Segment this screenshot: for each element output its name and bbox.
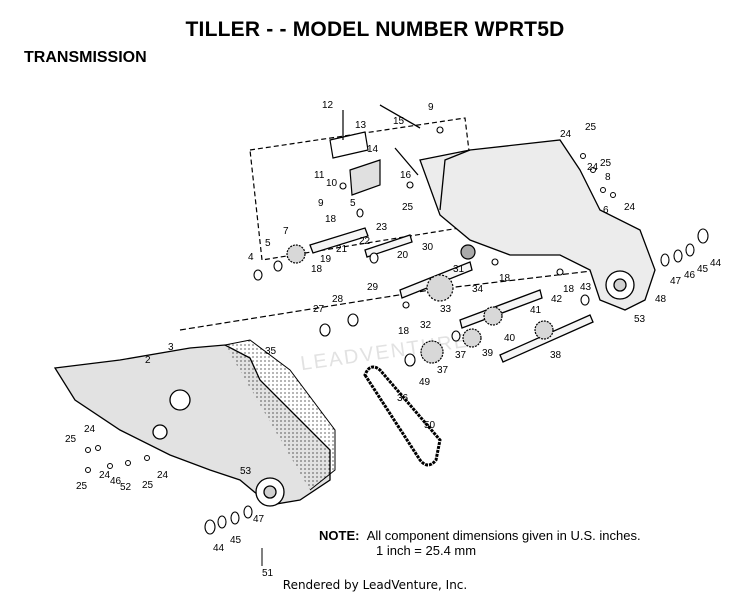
part-callout-3: 3 — [168, 342, 174, 353]
part-callout-25: 25 — [65, 434, 77, 445]
part-callout-38: 38 — [550, 350, 562, 361]
part-callout-25: 25 — [142, 480, 154, 491]
part-callout-25: 25 — [402, 202, 414, 213]
left-side-plate — [53, 339, 336, 507]
part-callout-48: 48 — [655, 294, 667, 305]
drive-chain — [363, 365, 442, 467]
part-callout-35: 35 — [265, 346, 277, 357]
part-callout-11: 11 — [314, 170, 325, 181]
part-callout-12: 12 — [322, 100, 334, 111]
part-callout-37: 37 — [437, 365, 449, 376]
part-callout-53: 53 — [634, 314, 646, 325]
part-callout-37: 37 — [455, 350, 467, 361]
part-callout-44: 44 — [710, 258, 722, 269]
part-callout-18: 18 — [499, 273, 511, 284]
washers-and-bearings — [204, 126, 709, 535]
note-line-1: All component dimensions given in U.S. i… — [366, 528, 641, 543]
sprockets — [286, 244, 554, 364]
part-callout-22: 22 — [359, 236, 371, 247]
part-callout-6: 6 — [603, 205, 609, 216]
part-callout-9: 9 — [428, 102, 434, 113]
part-callout-31: 31 — [453, 264, 465, 275]
part-callout-5: 5 — [265, 238, 271, 249]
part-callout-50: 50 — [424, 420, 436, 431]
part-callout-21: 21 — [336, 244, 348, 255]
part-callout-47: 47 — [670, 276, 682, 287]
diagram-title: TILLER - - MODEL NUMBER WPRT5D — [185, 18, 565, 41]
part-callout-46: 46 — [110, 476, 122, 487]
part-callout-51: 51 — [262, 568, 274, 579]
part-callout-9: 9 — [318, 198, 324, 209]
part-callout-27: 27 — [313, 304, 325, 315]
part-callout-32: 32 — [420, 320, 432, 331]
part-callout-8: 8 — [605, 172, 611, 183]
part-callout-25: 25 — [76, 481, 88, 492]
part-callout-18: 18 — [398, 326, 410, 337]
part-callout-33: 33 — [440, 304, 452, 315]
part-callout-36: 36 — [397, 393, 409, 404]
part-callout-40: 40 — [504, 333, 516, 344]
part-callout-4: 4 — [248, 252, 254, 263]
part-callout-15: 15 — [393, 116, 405, 127]
part-callout-24: 24 — [560, 129, 572, 140]
part-callout-46: 46 — [684, 270, 696, 281]
footer-credit: Rendered by LeadVenture, Inc. — [282, 578, 468, 592]
part-callout-24: 24 — [99, 470, 111, 481]
part-callout-41: 41 — [530, 305, 542, 316]
part-callout-49: 49 — [419, 377, 431, 388]
part-callout-30: 30 — [422, 242, 434, 253]
note-label: NOTE: — [319, 528, 360, 543]
part-callout-18: 18 — [563, 284, 575, 295]
part-callout-25: 25 — [585, 122, 597, 133]
part-callout-53: 53 — [240, 466, 252, 477]
part-callout-2: 2 — [145, 355, 151, 366]
part-callout-39: 39 — [482, 348, 494, 359]
part-callout-23: 23 — [376, 222, 388, 233]
part-callout-7: 7 — [283, 226, 289, 237]
part-callout-13: 13 — [355, 120, 367, 131]
part-callout-34: 34 — [472, 284, 484, 295]
part-callout-47: 47 — [253, 514, 265, 525]
section-title: TRANSMISSION — [24, 49, 147, 66]
part-callout-20: 20 — [397, 250, 409, 261]
part-callout-24: 24 — [587, 162, 599, 173]
note-line-2: 1 inch = 25.4 mm — [376, 543, 477, 558]
part-callout-52: 52 — [120, 482, 132, 493]
part-callout-44: 44 — [213, 543, 225, 554]
part-callout-5: 5 — [350, 198, 356, 209]
part-callout-10: 10 — [326, 178, 338, 189]
callout-layer: 1213915252414251110169245824251876235212… — [65, 100, 722, 579]
part-callout-16: 16 — [400, 170, 412, 181]
part-callout-43: 43 — [580, 282, 592, 293]
part-callout-45: 45 — [697, 264, 709, 275]
shift-lever-assembly — [329, 110, 381, 196]
part-callout-24: 24 — [157, 470, 169, 481]
part-callout-28: 28 — [332, 294, 344, 305]
part-callout-29: 29 — [367, 282, 379, 293]
part-callout-45: 45 — [230, 535, 242, 546]
note-block: NOTE: All component dimensions given in … — [319, 528, 641, 558]
right-side-plate — [419, 139, 656, 311]
part-callout-24: 24 — [84, 424, 96, 435]
part-callout-42: 42 — [551, 294, 563, 305]
part-callout-14: 14 — [367, 144, 379, 155]
part-callout-24: 24 — [624, 202, 636, 213]
part-callout-19: 19 — [320, 254, 332, 265]
part-callout-25: 25 — [600, 158, 612, 169]
part-callout-18: 18 — [311, 264, 323, 275]
part-callout-18: 18 — [325, 214, 337, 225]
hardware — [85, 153, 616, 566]
